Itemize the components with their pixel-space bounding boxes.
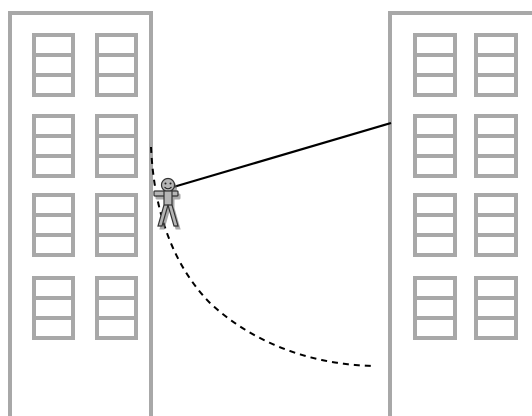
window-frame <box>32 276 75 340</box>
right-building <box>388 11 532 416</box>
right-window-group <box>413 276 457 340</box>
left-window-group <box>95 276 138 340</box>
window-frame <box>32 33 75 97</box>
right-window-group <box>474 276 518 340</box>
window-frame <box>474 193 518 257</box>
window-frame <box>474 33 518 97</box>
person-torso <box>163 190 173 207</box>
window-frame <box>95 33 138 97</box>
right-building-windows <box>413 33 518 340</box>
person-face <box>164 182 172 190</box>
right-window-group <box>474 114 518 178</box>
right-window-group <box>413 193 457 257</box>
window-frame <box>95 114 138 178</box>
right-window-group <box>413 33 457 97</box>
left-building-windows <box>32 33 138 340</box>
left-building-outline <box>8 11 153 416</box>
person-body <box>153 177 179 227</box>
window-frame <box>413 276 457 340</box>
right-building-outline <box>388 11 532 416</box>
window-frame <box>474 114 518 178</box>
window-frame <box>95 276 138 340</box>
right-window-group <box>474 33 518 97</box>
rope-line <box>169 121 392 190</box>
person-left-leg <box>157 204 169 227</box>
window-frame <box>32 114 75 178</box>
right-window-group <box>474 193 518 257</box>
person-right-leg <box>167 204 179 227</box>
left-window-group <box>95 193 138 257</box>
window-frame <box>413 193 457 257</box>
left-window-group <box>32 33 75 97</box>
stick-figure-icon <box>153 177 181 230</box>
person-head <box>160 177 176 193</box>
window-frame <box>95 193 138 257</box>
window-frame <box>413 33 457 97</box>
window-frame <box>474 276 518 340</box>
left-window-group <box>32 114 75 178</box>
left-window-group <box>32 193 75 257</box>
left-building <box>8 11 153 416</box>
left-window-group <box>95 33 138 97</box>
left-window-group <box>32 276 75 340</box>
left-window-group <box>95 114 138 178</box>
window-frame <box>413 114 457 178</box>
right-window-group <box>413 114 457 178</box>
window-frame <box>32 193 75 257</box>
